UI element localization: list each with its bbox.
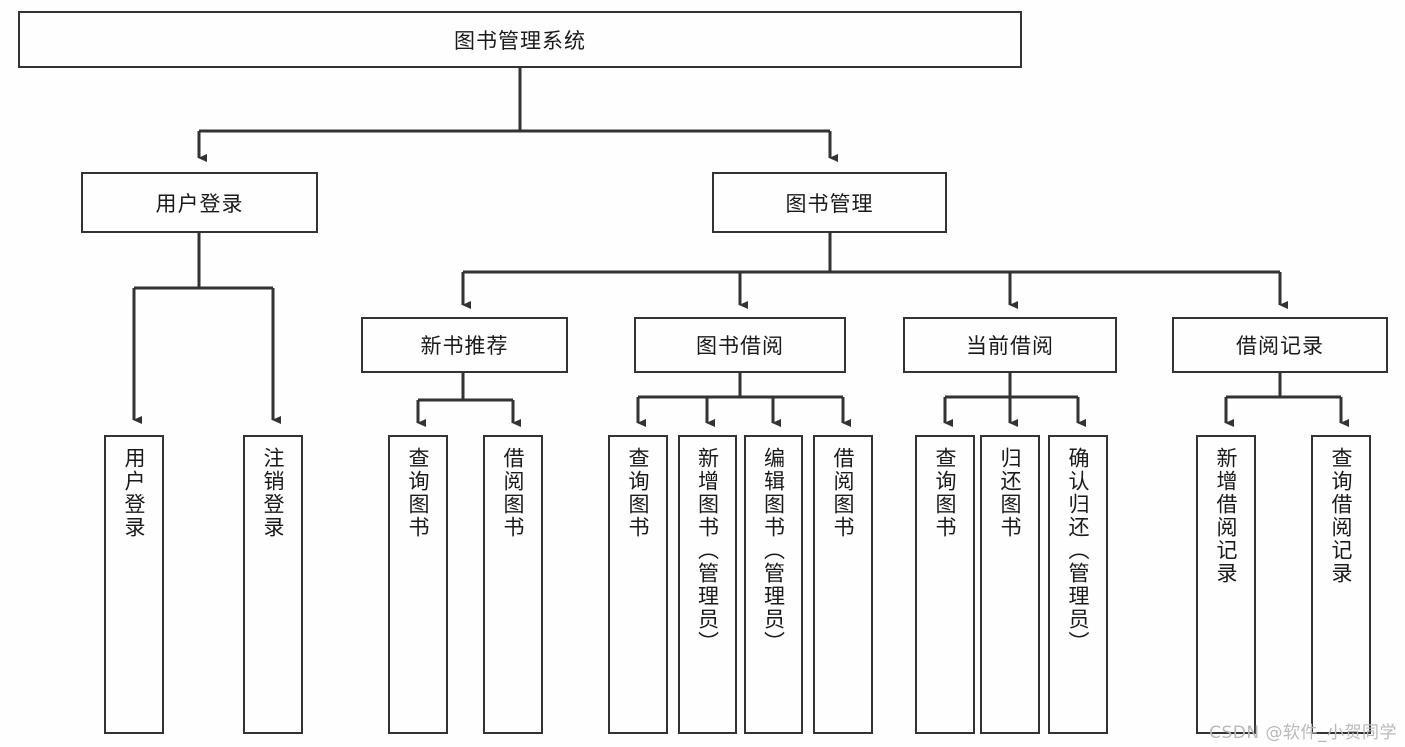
leaf-confirm-return-admin[interactable]: 确认归还（管理员）	[1048, 435, 1108, 734]
leaf-label: 用户登录	[122, 447, 147, 539]
leaf-query-book-borrow[interactable]: 查询图书	[608, 435, 668, 734]
node-user-login[interactable]: 用户登录	[81, 172, 318, 233]
node-label: 当前借阅	[966, 334, 1054, 358]
leaf-label: 查询图书	[933, 447, 958, 539]
leaf-query-borrow-record[interactable]: 查询借阅记录	[1311, 435, 1371, 734]
node-borrow-record[interactable]: 借阅记录	[1172, 317, 1388, 373]
leaf-label: 借阅图书	[501, 447, 526, 539]
leaf-label: 编辑图书（管理员）	[761, 447, 786, 654]
leaf-query-book-current[interactable]: 查询图书	[915, 435, 975, 734]
leaf-borrow-book[interactable]: 借阅图书	[813, 435, 873, 734]
leaf-user-login[interactable]: 用户登录	[104, 435, 164, 734]
leaf-return-book[interactable]: 归还图书	[980, 435, 1040, 734]
watermark-text: CSDN @软件_小贺同学	[1209, 723, 1397, 743]
node-new-book-recommend[interactable]: 新书推荐	[361, 317, 568, 373]
node-label: 图书管理	[785, 191, 874, 216]
leaf-label: 新增图书（管理员）	[695, 447, 720, 654]
node-book-borrow[interactable]: 图书借阅	[634, 317, 846, 373]
leaf-logout[interactable]: 注销登录	[243, 435, 303, 734]
node-root-book-management-system[interactable]: 图书管理系统	[18, 11, 1022, 68]
leaf-label: 借阅图书	[831, 447, 856, 539]
node-label: 借阅记录	[1236, 334, 1324, 358]
leaf-add-borrow-record[interactable]: 新增借阅记录	[1196, 435, 1256, 734]
node-current-borrow[interactable]: 当前借阅	[903, 317, 1117, 373]
leaf-query-book-recommend[interactable]: 查询图书	[388, 435, 448, 734]
node-book-management[interactable]: 图书管理	[712, 172, 947, 233]
leaf-label: 新增借阅记录	[1214, 447, 1239, 585]
node-label: 用户登录	[155, 191, 244, 216]
leaf-label: 查询借阅记录	[1329, 447, 1354, 585]
node-label: 新书推荐	[420, 334, 509, 358]
node-label: 图书管理系统	[454, 28, 586, 53]
leaf-label: 查询图书	[626, 447, 651, 539]
leaf-label: 确认归还（管理员）	[1066, 447, 1091, 654]
leaf-label: 注销登录	[261, 447, 286, 539]
node-label: 图书借阅	[696, 334, 784, 358]
leaf-label: 归还图书	[998, 447, 1023, 539]
leaf-label: 查询图书	[406, 447, 431, 539]
leaf-edit-book-admin[interactable]: 编辑图书（管理员）	[744, 435, 803, 734]
leaf-add-book-admin[interactable]: 新增图书（管理员）	[678, 435, 737, 734]
leaf-borrow-book-recommend[interactable]: 借阅图书	[483, 435, 543, 734]
